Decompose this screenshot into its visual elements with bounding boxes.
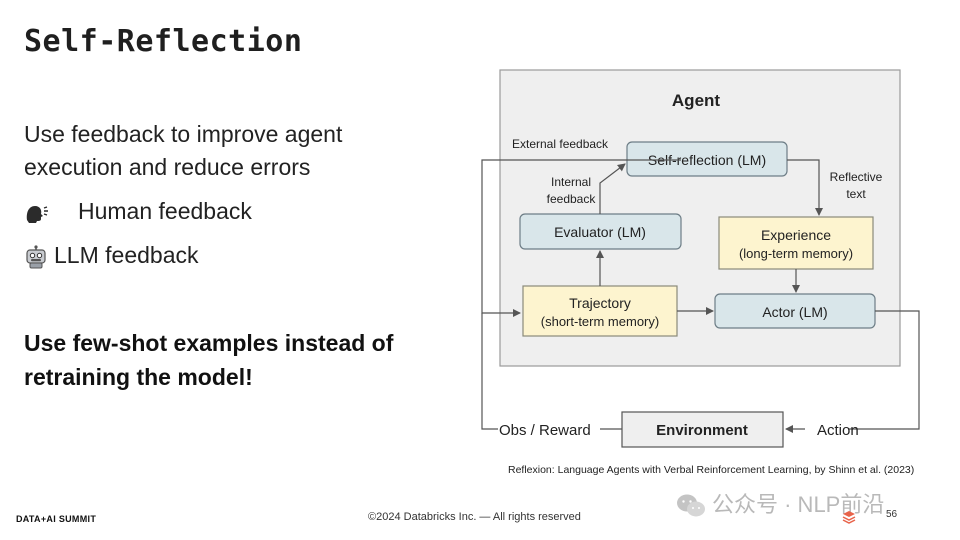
intro-text: Use feedback to improve agent execution … xyxy=(24,121,343,180)
bullet-human-feedback: Human feedback xyxy=(24,198,252,225)
bullet-llm-feedback: LLM feedback xyxy=(24,242,198,269)
reflective-text-edge xyxy=(787,159,823,216)
evaluator-label: Evaluator (LM) xyxy=(554,224,646,240)
action-label: Action xyxy=(817,422,859,439)
wechat-icon xyxy=(677,494,705,517)
callout-text: Use few-shot examples instead of retrain… xyxy=(24,330,394,390)
slide-title: Self-Reflection xyxy=(24,24,303,59)
reflective-text-label-2: text xyxy=(846,187,866,201)
internal-feedback-edge xyxy=(599,163,626,214)
figure-caption: Reflexion: Language Agents with Verbal R… xyxy=(508,464,915,476)
obs-reward-label: Obs / Reward xyxy=(499,422,591,439)
agent-label: Agent xyxy=(672,91,721,110)
experience-node xyxy=(718,216,874,270)
environment-label: Environment xyxy=(656,422,748,439)
bullet-label: Human feedback xyxy=(78,198,252,224)
page-number: 56 xyxy=(886,509,898,520)
external-feedback-edge xyxy=(481,159,681,317)
obs-to-agent-edge xyxy=(481,313,498,430)
trajectory-node xyxy=(522,285,678,337)
footer-brand: DATA+AI SUMMIT xyxy=(16,514,97,524)
internal-feedback-label-1: Internal xyxy=(551,175,591,189)
watermark-text: 公众号 · NLP前沿 xyxy=(712,492,885,517)
environment-node xyxy=(621,411,784,448)
robot-icon xyxy=(24,242,52,269)
actor-label: Actor (LM) xyxy=(762,304,827,320)
databricks-logo-icon xyxy=(842,511,856,524)
self-reflection-label: Self-reflection (LM) xyxy=(648,152,766,168)
internal-feedback-label-2: feedback xyxy=(547,192,597,206)
bullet-label: LLM feedback xyxy=(54,242,199,268)
experience-title: Experience xyxy=(761,227,831,243)
speaking-head-icon xyxy=(24,198,52,225)
reflective-text-label-1: Reflective xyxy=(830,170,883,184)
watermark: 公众号 · NLP前沿 xyxy=(676,487,884,519)
self-reflection-node xyxy=(626,141,788,177)
actor-action-edge xyxy=(848,310,920,430)
trajectory-title: Trajectory xyxy=(569,295,631,311)
footer-copyright: ©2024 Databricks Inc. — All rights reser… xyxy=(368,511,581,523)
experience-subtitle: (long-term memory) xyxy=(739,246,853,261)
trajectory-subtitle: (short-term memory) xyxy=(541,314,659,329)
external-feedback-label: External feedback xyxy=(512,137,609,151)
